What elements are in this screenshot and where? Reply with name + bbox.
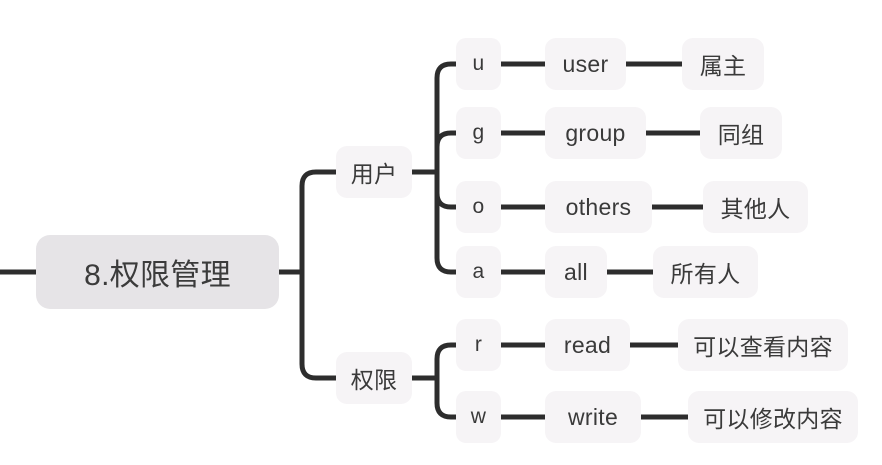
branch-node-users[interactable]: 用户: [336, 146, 412, 198]
key-node-u[interactable]: u: [456, 38, 501, 90]
key-node-r[interactable]: r: [456, 319, 501, 371]
word-node-others[interactable]: others: [545, 181, 652, 233]
key-node-w[interactable]: w: [456, 391, 501, 443]
desc-node-all[interactable]: 所有人: [653, 246, 758, 298]
root-node[interactable]: 8.权限管理: [36, 235, 279, 309]
desc-node-group[interactable]: 同组: [700, 107, 782, 159]
wire-trunk-to-perms: [299, 269, 339, 381]
key-node-g[interactable]: g: [456, 107, 501, 159]
branch-node-permissions[interactable]: 权限: [336, 352, 412, 404]
word-node-all[interactable]: all: [545, 246, 607, 298]
key-node-a[interactable]: a: [456, 246, 501, 298]
word-node-write[interactable]: write: [545, 391, 641, 443]
key-node-o[interactable]: o: [456, 181, 501, 233]
wire-trunk-to-users: [299, 169, 339, 275]
word-node-read[interactable]: read: [545, 319, 630, 371]
desc-node-read[interactable]: 可以查看内容: [678, 319, 848, 371]
word-node-user[interactable]: user: [545, 38, 626, 90]
desc-node-write[interactable]: 可以修改内容: [688, 391, 858, 443]
desc-node-user[interactable]: 属主: [682, 38, 764, 90]
word-node-group[interactable]: group: [545, 107, 646, 159]
desc-node-others[interactable]: 其他人: [703, 181, 808, 233]
